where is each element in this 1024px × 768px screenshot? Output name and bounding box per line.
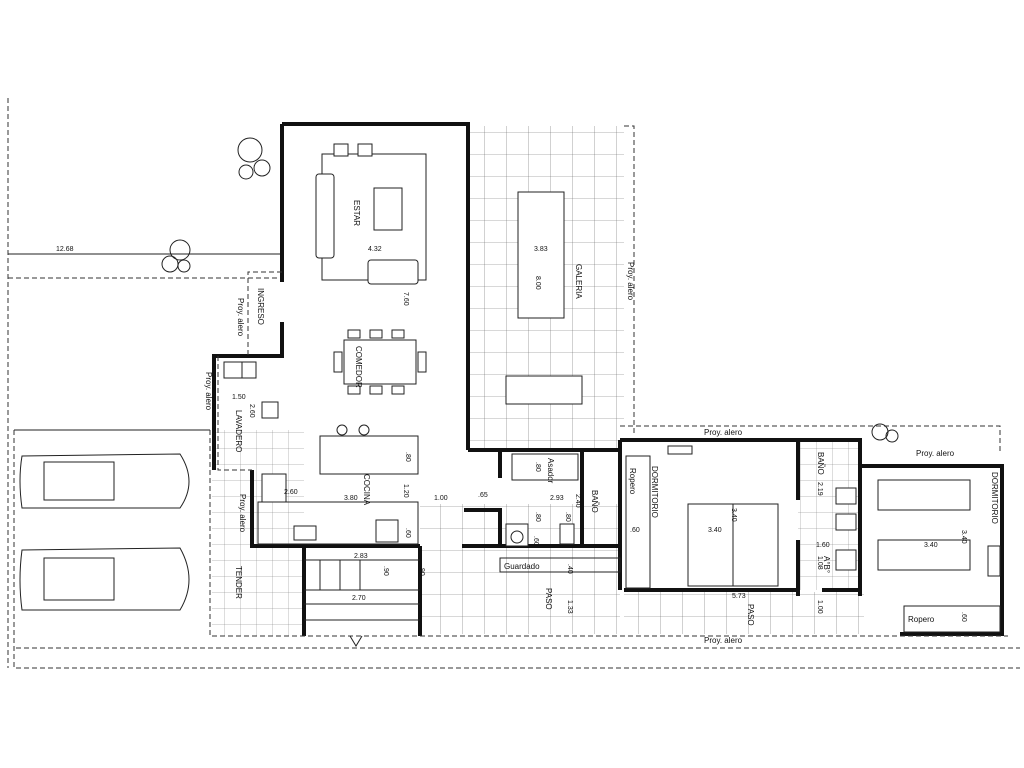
comedor-furniture: [333, 329, 427, 395]
dim-3-40b: 3.40: [708, 527, 722, 534]
galeria-label: GALERIA: [574, 264, 583, 299]
ingreso-label: INGRESO: [256, 288, 265, 325]
stairs: [304, 559, 420, 647]
ropero-1-label: Ropero: [628, 468, 637, 495]
dim-1-00b: 1.00: [816, 600, 823, 614]
dim-3-83: 3.83: [534, 246, 548, 253]
car-1: [19, 453, 190, 509]
guardado-label: Guardado: [504, 562, 540, 571]
dim-080b: .80: [534, 462, 541, 472]
dim-5-73: 5.73: [732, 593, 746, 600]
asador-label: Asador: [546, 458, 555, 484]
dim-3-40d: 3.40: [924, 542, 938, 549]
dim-1-33: 1.33: [566, 600, 573, 614]
bano-2-label: BAÑO: [816, 452, 825, 475]
dim-090a: .90: [382, 566, 389, 576]
dormitorio-2-furniture: [877, 479, 1001, 633]
dim-065: .65: [478, 492, 488, 499]
cocina-furniture: [257, 424, 419, 545]
proy-alero-2: Proy. alero: [236, 298, 245, 337]
tender-label: TENDER: [234, 566, 243, 599]
proy-alero-3: Proy. alero: [204, 372, 213, 411]
proy-alero-7: Proy. alero: [704, 636, 743, 645]
paso-2-tile: [624, 592, 864, 634]
dim-2-40: 2.40: [574, 494, 581, 508]
plants: [161, 137, 899, 443]
bano-1-fixtures: [499, 453, 621, 573]
eave-lines: [209, 125, 1008, 637]
dim-1-50: 1.50: [232, 394, 246, 401]
bano-1-label: BAÑO: [590, 490, 599, 513]
dim-040: .40: [566, 564, 573, 574]
dim-080d: .80: [564, 512, 571, 522]
dim-060c: .60: [960, 612, 967, 622]
galeria-furniture: [505, 191, 583, 405]
lavadero-fixtures: [223, 361, 279, 419]
dim-2-83: 2.83: [354, 553, 368, 560]
ab-label: A°B°: [822, 556, 831, 573]
dormitorio-2-label: DORMITORIO: [990, 472, 999, 524]
dim-2-60b: 2.60: [284, 489, 298, 496]
dim-8-00: 8.00: [534, 276, 541, 290]
proy-alero-1: Proy. alero: [626, 262, 635, 301]
cocina-label: COCINA: [362, 474, 371, 506]
dim-060b: .60: [630, 527, 640, 534]
dim-7-60: 7.60: [402, 292, 409, 306]
dim-2-60a: 2.60: [248, 404, 255, 418]
dim-080c: .80: [534, 512, 541, 522]
dim-3-40c: 3.40: [960, 530, 967, 544]
bano-2-fixtures: [835, 487, 857, 571]
paso-1-label: PASO: [544, 588, 553, 610]
dim-1-20: 1.20: [402, 484, 409, 498]
dim-1-60: 1.60: [816, 542, 830, 549]
dim-12-68: 12.68: [56, 246, 74, 253]
ropero-2-label: Ropero: [908, 615, 935, 624]
dim-060a: .60: [404, 528, 411, 538]
estar-furniture: [315, 143, 427, 285]
paso-2-label: PASO: [746, 604, 755, 626]
site-lines: [7, 98, 1020, 669]
dim-4-32: 4.32: [368, 246, 382, 253]
dim-1-08: 1.08: [816, 556, 823, 570]
dim-3-40a: 3.40: [730, 508, 737, 522]
proy-alero-5: Proy. alero: [704, 428, 743, 437]
comedor-label: COMEDOR: [354, 346, 363, 388]
car-2: [19, 547, 190, 611]
dim-2-19: 2.19: [816, 482, 823, 496]
dim-2-70: 2.70: [352, 595, 366, 602]
dim-090b: .90: [418, 566, 425, 576]
dormitorio-1-furniture: [625, 445, 779, 589]
dim-080a: .80: [404, 452, 411, 462]
dim-3-80: 3.80: [344, 495, 358, 502]
dim-060d: .60: [532, 536, 539, 546]
walls: [212, 122, 1004, 636]
estar-label: ESTAR: [352, 200, 361, 226]
lavadero-label: LAVADERO: [234, 410, 243, 452]
dormitorio-1-label: DORMITORIO: [650, 466, 659, 518]
dim-2-93: 2.93: [550, 495, 564, 502]
dim-1-00a: 1.00: [434, 495, 448, 502]
proy-alero-4: Proy. alero: [238, 494, 247, 533]
proy-alero-6: Proy. alero: [916, 449, 955, 458]
